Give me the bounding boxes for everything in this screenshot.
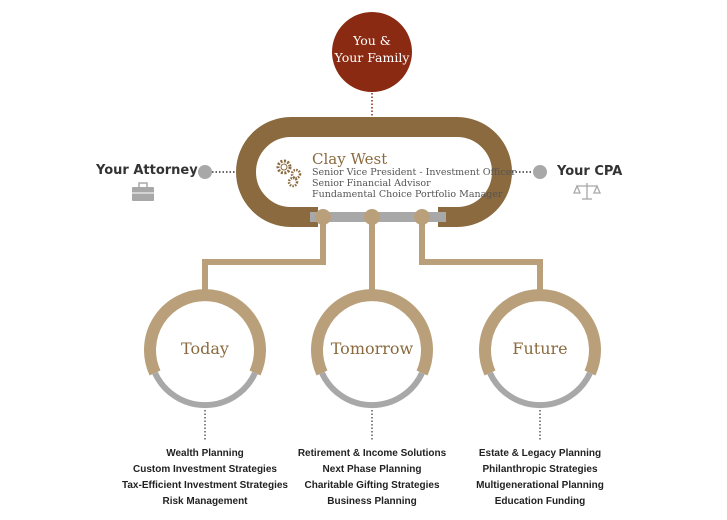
connector-future (419, 217, 543, 298)
phase-tomorrow-label: Tomorrow (330, 339, 414, 358)
today-ring-top (144, 289, 266, 376)
scales-icon (573, 183, 601, 200)
future-ring-bottom (487, 371, 593, 409)
cpa-dot (533, 165, 547, 179)
family-circle (332, 12, 412, 92)
connector-dot (364, 209, 380, 225)
family-label-line2: Your Family (334, 50, 410, 65)
tomorrow-ring-bottom (319, 371, 425, 409)
list-item: Estate & Legacy Planning (478, 448, 602, 459)
tomorrow-services-list: Retirement & Income Solutions Next Phase… (252, 446, 492, 510)
list-item: Multigenerational Planning (476, 480, 604, 491)
list-item: Custom Investment Strategies (133, 464, 277, 475)
list-item: Risk Management (162, 496, 248, 507)
list-item: Tax-Efficient Investment Strategies (122, 480, 288, 491)
attorney-dot (198, 165, 212, 179)
briefcase-icon (132, 182, 154, 201)
today-ring-bottom (152, 371, 258, 409)
future-services-list: Estate & Legacy Planning Philanthropic S… (420, 446, 660, 510)
today-services-list: Wealth Planning Custom Investment Strate… (85, 446, 325, 510)
phase-rings (144, 289, 601, 409)
list-item: Business Planning (327, 496, 417, 507)
list-item: Retirement & Income Solutions (297, 448, 447, 459)
connector-today (202, 217, 326, 298)
list-item: Education Funding (494, 496, 586, 507)
list-item: Philanthropic Strategies (482, 464, 598, 475)
family-label-line1: You & (353, 33, 391, 48)
gears-icon (276, 159, 302, 188)
list-item: Next Phase Planning (322, 464, 422, 475)
phase-today-label: Today (181, 339, 229, 358)
advisor-name: Clay West (312, 150, 388, 168)
advisor-title: Fundamental Choice Portfolio Manager (312, 189, 503, 200)
attorney-label: Your Attorney (96, 163, 198, 178)
future-ring-top (479, 289, 601, 376)
family-label: You & Your Family (332, 32, 412, 66)
list-item: Charitable Gifting Strategies (304, 480, 440, 491)
connector-dot (315, 209, 331, 225)
advisor-pill (236, 117, 512, 227)
advisor-title: Senior Financial Advisor (312, 178, 431, 189)
phase-future-label: Future (512, 339, 568, 358)
list-item: Wealth Planning (166, 448, 244, 459)
cpa-label: Your CPA (557, 164, 623, 179)
connector-dot (414, 209, 430, 225)
tomorrow-ring-top (311, 289, 433, 376)
advisor-title: Senior Vice President - Investment Offic… (312, 167, 516, 178)
